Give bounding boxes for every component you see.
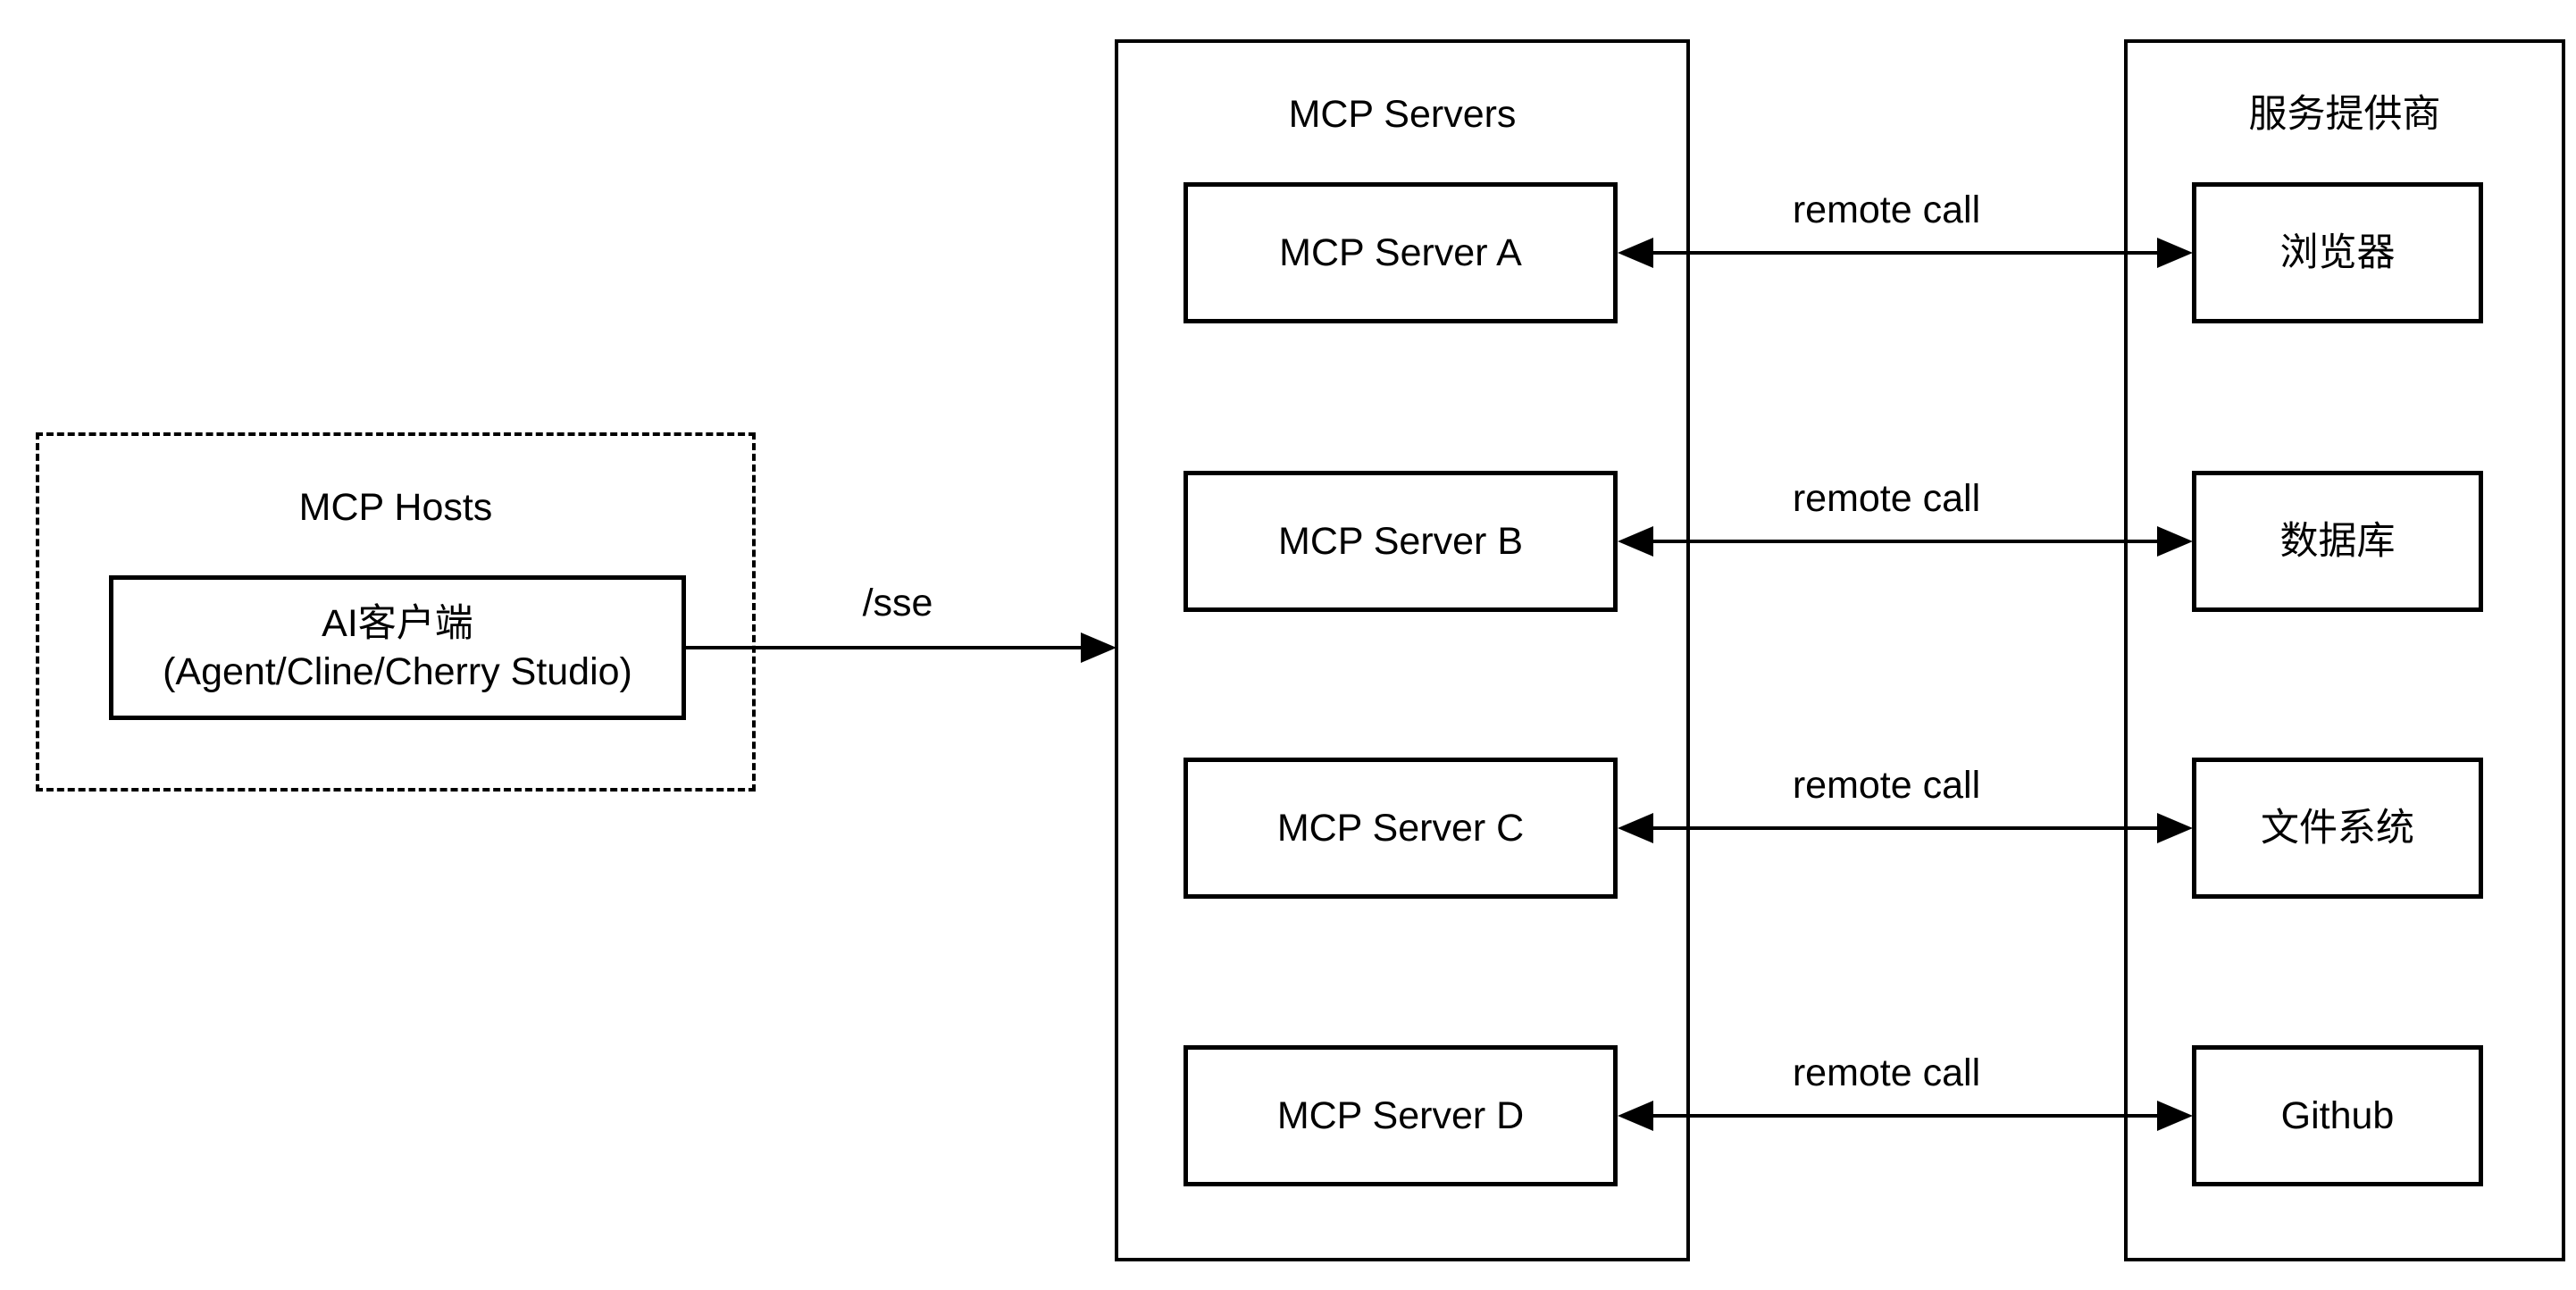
ai-client-label-line2: (Agent/Cline/Cherry Studio) xyxy=(163,650,632,693)
sse-arrow-line xyxy=(686,646,1083,649)
arrowhead-left-icon xyxy=(1618,813,1653,843)
arrowhead-right-icon xyxy=(1081,632,1117,663)
remote-call-line xyxy=(1651,1114,2160,1118)
arrowhead-right-icon xyxy=(2157,813,2193,843)
remote-call-label: remote call xyxy=(1792,477,1981,520)
remote-call-label: remote call xyxy=(1792,188,1981,231)
ai-client-label-line1: AI客户端 xyxy=(322,602,473,645)
mcp-server-d-box: MCP Server D xyxy=(1183,1045,1618,1186)
service-providers-title: 服务提供商 xyxy=(2248,93,2441,136)
remote-call-label: remote call xyxy=(1792,764,1981,807)
provider-github-box: Github xyxy=(2192,1045,2483,1186)
provider-filesystem-label: 文件系统 xyxy=(2261,807,2414,850)
ai-client-box: AI客户端 (Agent/Cline/Cherry Studio) xyxy=(109,575,686,720)
provider-database-label: 数据库 xyxy=(2279,520,2396,563)
mcp-server-b-box: MCP Server B xyxy=(1183,471,1618,612)
remote-call-line xyxy=(1651,251,2160,255)
mcp-hosts-title: MCP Hosts xyxy=(298,486,493,529)
provider-github-label: Github xyxy=(2280,1094,2395,1137)
mcp-server-b-label: MCP Server B xyxy=(1278,520,1523,563)
sse-arrow-label: /sse xyxy=(862,582,933,624)
remote-call-line xyxy=(1651,540,2160,543)
mcp-servers-title: MCP Servers xyxy=(1288,93,1517,136)
mcp-server-c-label: MCP Server C xyxy=(1276,807,1525,850)
provider-filesystem-box: 文件系统 xyxy=(2192,758,2483,899)
mcp-server-a-label: MCP Server A xyxy=(1279,231,1522,274)
arrowhead-right-icon xyxy=(2157,526,2193,557)
mcp-server-c-box: MCP Server C xyxy=(1183,758,1618,899)
arrowhead-left-icon xyxy=(1618,238,1653,268)
arrowhead-right-icon xyxy=(2157,238,2193,268)
provider-browser-box: 浏览器 xyxy=(2192,182,2483,323)
provider-database-box: 数据库 xyxy=(2192,471,2483,612)
arrowhead-left-icon xyxy=(1618,526,1653,557)
remote-call-line xyxy=(1651,826,2160,830)
arrowhead-right-icon xyxy=(2157,1101,2193,1131)
arrowhead-left-icon xyxy=(1618,1101,1653,1131)
provider-browser-label: 浏览器 xyxy=(2279,231,2396,274)
remote-call-label: remote call xyxy=(1792,1051,1981,1094)
mcp-server-d-label: MCP Server D xyxy=(1276,1094,1525,1137)
mcp-server-a-box: MCP Server A xyxy=(1183,182,1618,323)
